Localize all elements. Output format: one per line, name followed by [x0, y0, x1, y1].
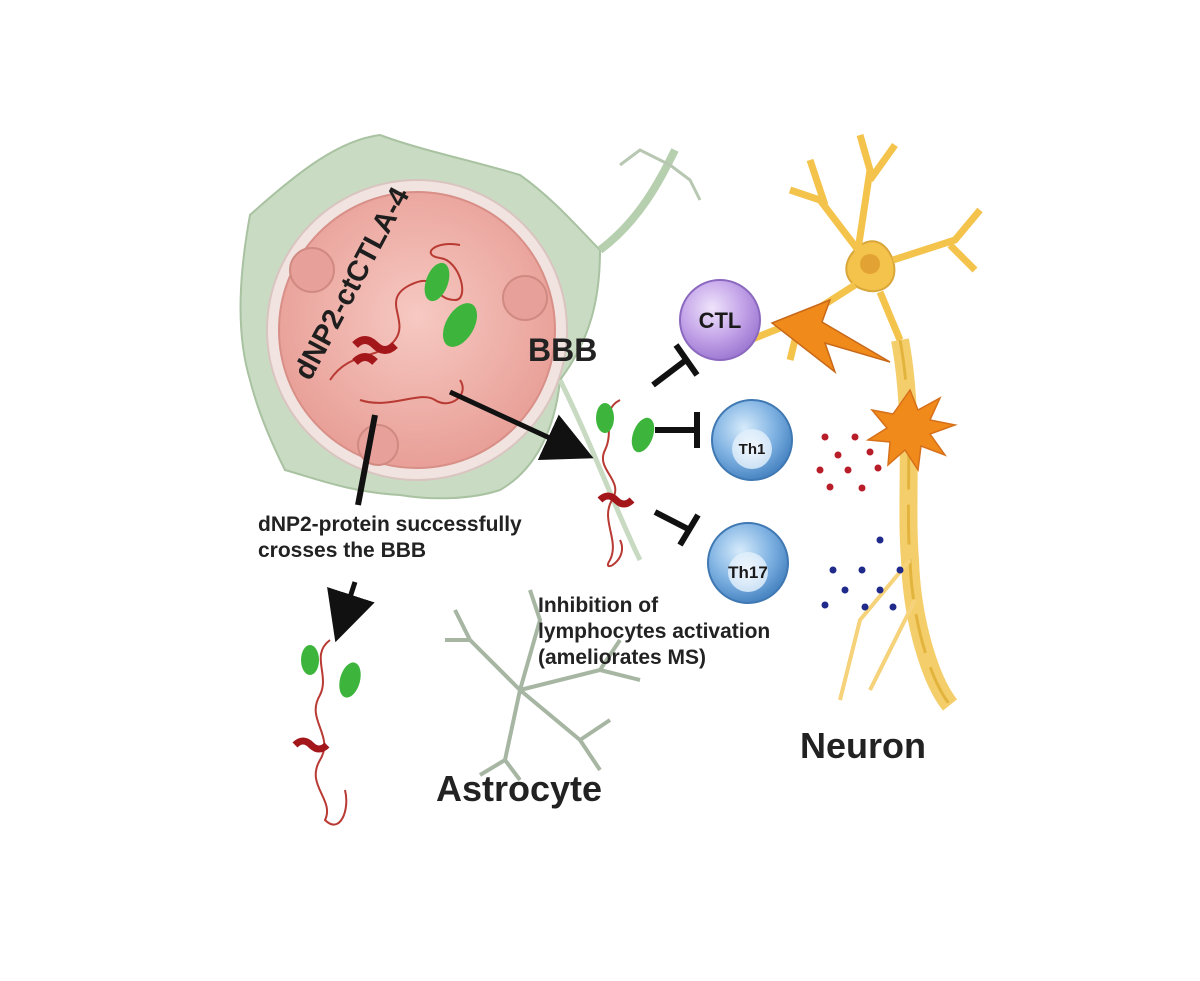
arrow-icon [327, 581, 375, 643]
th1-label: Th1 [738, 441, 766, 458]
ctl-label: CTL [698, 308, 742, 333]
inhibition-label: Inhibition of lymphocytes activation (am… [538, 593, 770, 671]
fusion-protein-bottom [292, 639, 361, 826]
t-bar-inhibition-icon [655, 412, 700, 448]
crosses-label-line2: crosses the BBB [258, 539, 427, 562]
fusion-protein-crossed [596, 399, 655, 567]
cytokines-red [816, 433, 882, 492]
crosses-label: dNP2-protein successfully crosses the BB… [258, 512, 522, 564]
arrow-icon [448, 389, 594, 461]
lightning-bolt-icon [770, 298, 891, 375]
t-bar-inhibition-icon [653, 509, 701, 547]
nucleus [266, 179, 568, 481]
inhibition-label-line2: lymphocytes activation [538, 620, 771, 643]
ctl-cell [679, 279, 761, 361]
crosses-label-line1: dNP2-protein successfully [258, 513, 522, 536]
th1-cell-nucleus [732, 429, 772, 469]
fusion-protein-in-nucleus [329, 243, 478, 405]
cytokines-blue [821, 536, 904, 611]
inhibition-label-line3: (ameliorates MS) [538, 646, 707, 669]
inhibition-label-line1: Inhibition of [538, 594, 659, 617]
th17-cell-nucleus [728, 552, 768, 592]
connector-line [355, 414, 378, 506]
bbb-label: BBB [528, 332, 598, 368]
astrocyte-lower [445, 148, 702, 782]
neuron-label: Neuron [800, 725, 926, 766]
starburst-icon [865, 388, 958, 473]
astrocyte-label: Astrocyte [436, 768, 603, 809]
th17-label: Th17 [728, 563, 768, 582]
t-bar-inhibition-icon [651, 343, 700, 388]
